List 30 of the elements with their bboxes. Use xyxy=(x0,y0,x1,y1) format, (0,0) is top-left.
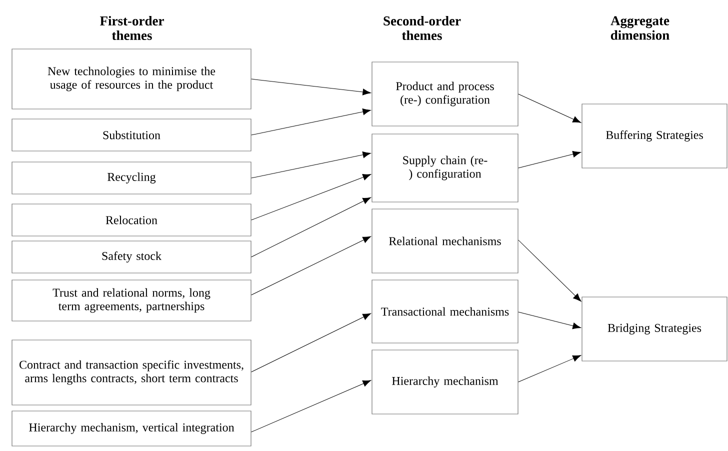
column-heading: Aggregate dimension xyxy=(610,16,670,40)
arrow xyxy=(251,380,372,432)
theme-box: Safety stock xyxy=(12,240,252,274)
theme-box: Buffering Strategies xyxy=(582,104,728,168)
arrow xyxy=(518,312,581,330)
theme-box: Supply chain (re-) configuration xyxy=(372,134,518,202)
arrow xyxy=(251,313,372,372)
arrow xyxy=(251,236,372,296)
theme-box: Recycling xyxy=(12,162,252,194)
arrow xyxy=(251,78,371,96)
column-heading: Second-order themes xyxy=(384,16,461,40)
theme-box: Trust and relational norms, long term agreements, partnerships xyxy=(12,280,252,322)
arrow xyxy=(518,355,582,382)
theme-box: Transactional mechanisms xyxy=(372,280,518,344)
arrow xyxy=(251,108,371,136)
theme-box: Contract and transaction specific investments, arms lengths contracts, short term contracts xyxy=(12,340,252,406)
arrow xyxy=(251,197,372,258)
theme-box: Bridging Strategies xyxy=(582,296,728,362)
arrow xyxy=(518,150,581,168)
theme-box: Product and process (re-) configuration xyxy=(372,62,518,126)
theme-box: Relocation xyxy=(12,204,252,236)
theme-box: New technologies to minimise the usage of resources in the product xyxy=(12,48,252,110)
theme-box: Substitution xyxy=(12,118,252,152)
theme-box: Hierarchy mechanism, vertical integration xyxy=(12,410,252,446)
arrow xyxy=(518,240,582,302)
arrow xyxy=(251,152,371,178)
theme-box: Relational mechanisms xyxy=(372,208,518,274)
theme-box: Hierarchy mechanism xyxy=(372,350,518,414)
arrow xyxy=(251,174,372,220)
arrow xyxy=(518,94,582,123)
